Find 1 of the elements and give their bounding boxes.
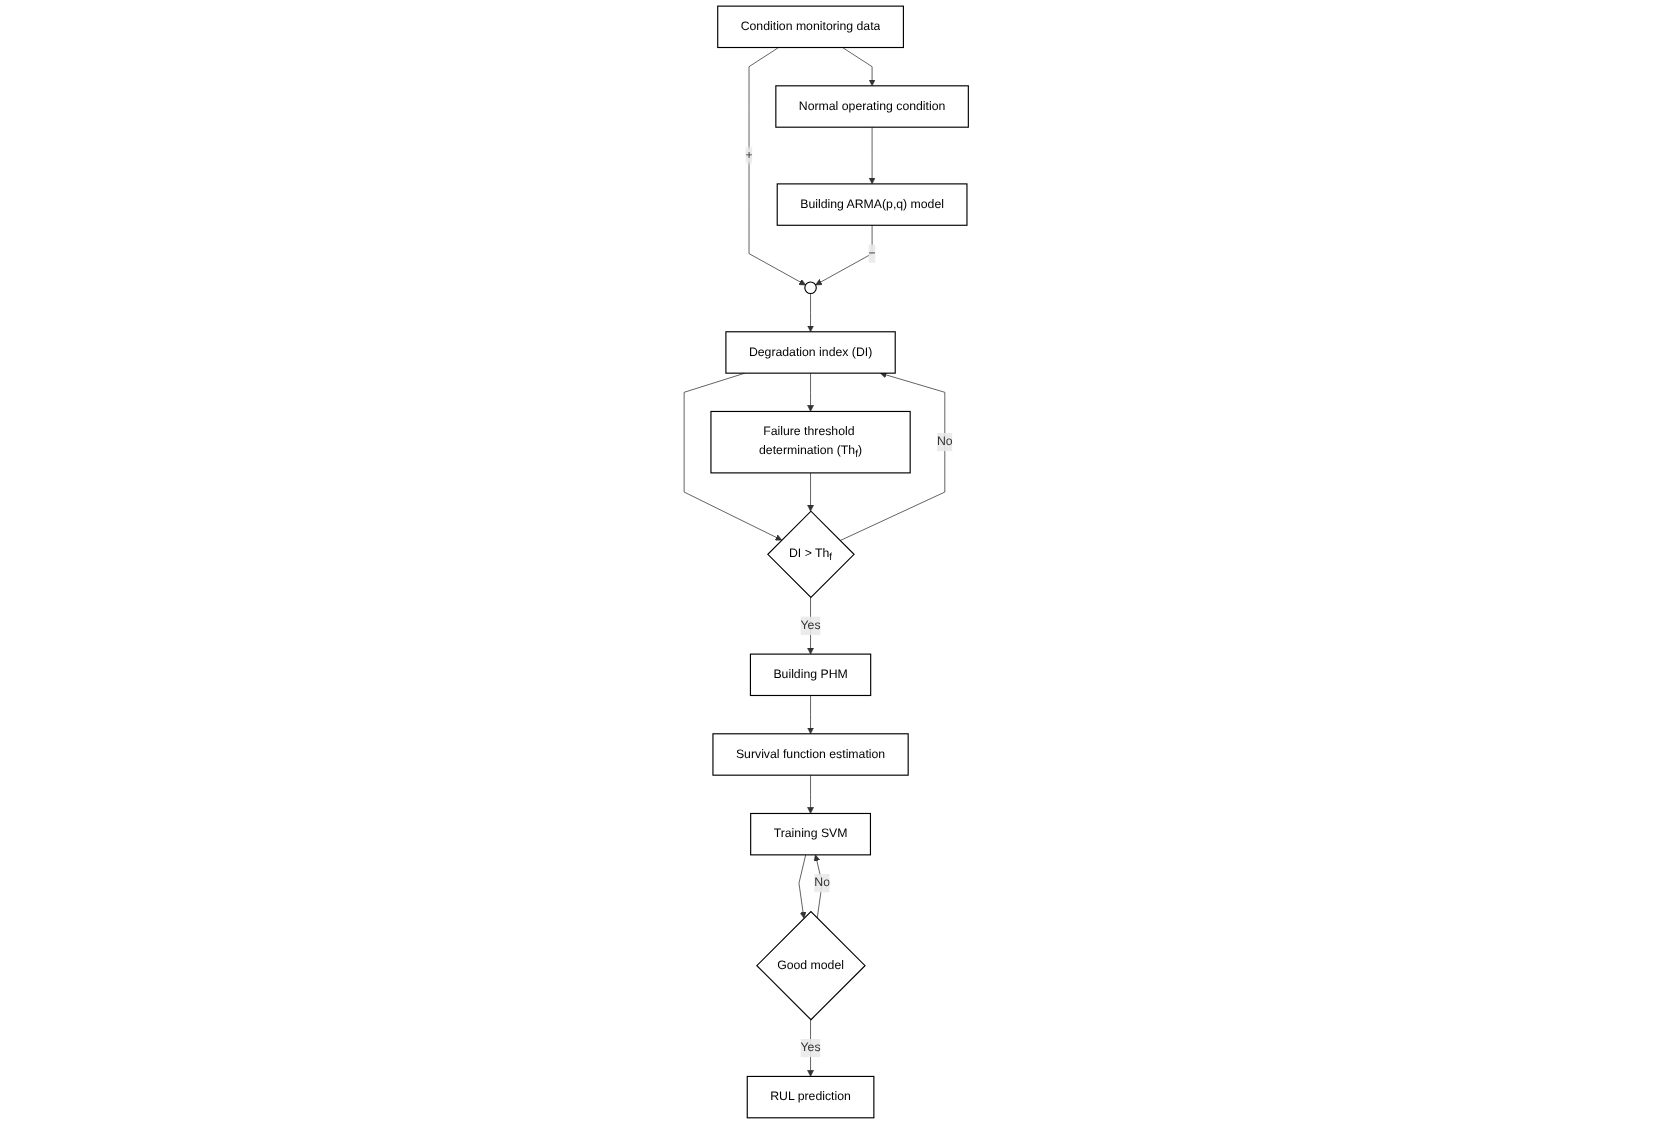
node-circle — [805, 281, 818, 295]
